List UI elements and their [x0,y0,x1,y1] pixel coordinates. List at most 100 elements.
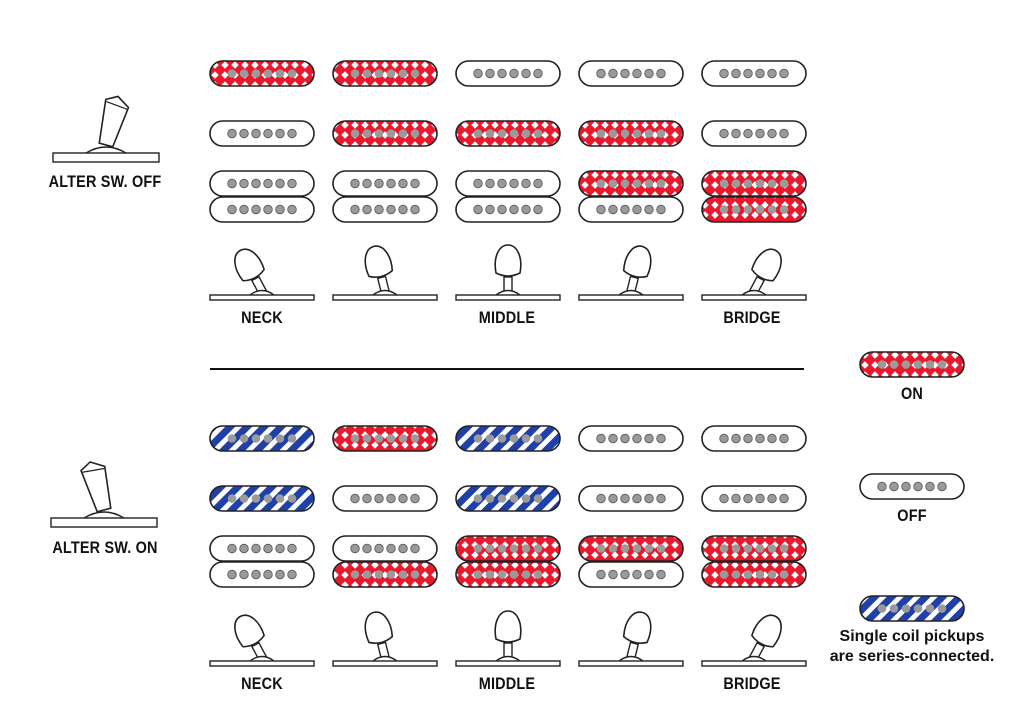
pole-piece [743,570,753,579]
pole-piece [287,69,297,78]
pole-piece [877,604,887,613]
pole-piece [287,569,297,580]
pole-piece [350,129,360,138]
pole-piece [743,128,753,139]
pole-piece [473,204,483,215]
pole-piece [644,204,654,215]
pickup-alter-off-bridge-hum-b-pos2 [332,196,438,223]
pole-piece [767,179,777,188]
pole-piece [596,179,606,188]
pole-piece [362,204,372,215]
pole-piece [287,178,297,189]
legend-pickup-off [859,473,965,500]
pole-piece [743,179,753,188]
pole-piece [755,433,765,444]
pole-piece [644,179,654,188]
pickup-alter-off-middle-single-pos1 [209,120,315,147]
pole-piece [521,204,531,215]
pole-piece [374,204,384,215]
pole-piece [263,128,273,139]
pole-piece [251,434,261,443]
pole-piece [350,204,360,215]
pole-piece [287,543,297,554]
pickup-alter-on-bridge-hum-b-pos4 [578,561,684,588]
pole-piece [521,434,531,443]
pole-piece [913,481,923,492]
pole-piece [596,569,606,580]
pole-piece [509,494,519,503]
pole-piece [521,544,531,553]
pickup-alter-on-bridge-hum-a-pos2 [332,535,438,562]
pole-piece [632,179,642,188]
pole-piece [731,493,741,504]
pole-piece [227,128,237,139]
pickup-alter-off-bridge-hum-a-pos1 [209,170,315,197]
pole-piece [743,544,753,553]
pole-piece [743,68,753,79]
pole-piece [608,544,618,553]
pole-piece [374,570,384,579]
pole-piece [889,360,899,369]
pole-piece [374,434,384,443]
pole-piece [227,178,237,189]
pole-piece [263,204,273,215]
legend-series-line1: Single coil pickups [839,628,985,645]
pickup-alter-on-middle-single-pos2 [332,485,438,512]
pole-piece [656,204,666,215]
pole-piece [239,434,249,443]
pole-piece [362,178,372,189]
five-way-switch-bottom-pos5 [701,614,807,667]
pole-piece [410,204,420,215]
pole-piece [263,543,273,554]
pole-piece [719,544,729,553]
pole-piece [485,204,495,215]
pickup-alter-off-neck-single-pos2 [332,60,438,87]
pickup-alter-on-neck-single-pos1 [209,425,315,452]
pole-piece [386,178,396,189]
pole-piece [719,433,729,444]
pickup-alter-off-bridge-hum-a-pos2 [332,170,438,197]
pole-piece [925,481,935,492]
pole-piece [251,128,261,139]
pole-piece [386,69,396,78]
pole-piece [239,543,249,554]
pole-piece [398,570,408,579]
pickup-alter-on-bridge-hum-b-pos3 [455,561,561,588]
pole-piece [275,494,285,503]
pole-piece [497,204,507,215]
pickup-alter-on-bridge-hum-a-pos1 [209,535,315,562]
pole-piece [889,604,899,613]
pole-piece [350,434,360,443]
pole-piece [497,434,507,443]
pole-piece [925,604,935,613]
pole-piece [755,570,765,579]
pole-piece [767,544,777,553]
pole-piece [374,493,384,504]
pole-piece [239,178,249,189]
pole-piece [485,544,495,553]
pole-piece [767,493,777,504]
pole-piece [719,570,729,579]
pickup-alter-on-middle-single-pos4 [578,485,684,512]
pole-piece [362,543,372,554]
pole-piece [473,68,483,79]
pole-piece [374,129,384,138]
pole-piece [287,128,297,139]
pole-piece [779,205,789,214]
pole-piece [779,493,789,504]
pickup-alter-off-middle-single-pos5 [701,120,807,147]
pole-piece [877,481,887,492]
pole-piece [239,204,249,215]
pickup-alter-on-neck-single-pos2 [332,425,438,452]
pole-piece [644,433,654,444]
pole-piece [719,205,729,214]
pole-piece [632,129,642,138]
legend-on-label: ON [900,384,924,403]
legend-series-line2: are series-connected. [829,648,995,665]
pole-piece [473,434,483,443]
pole-piece [350,178,360,189]
pole-piece [497,544,507,553]
pole-piece [275,204,285,215]
pole-piece [877,360,887,369]
